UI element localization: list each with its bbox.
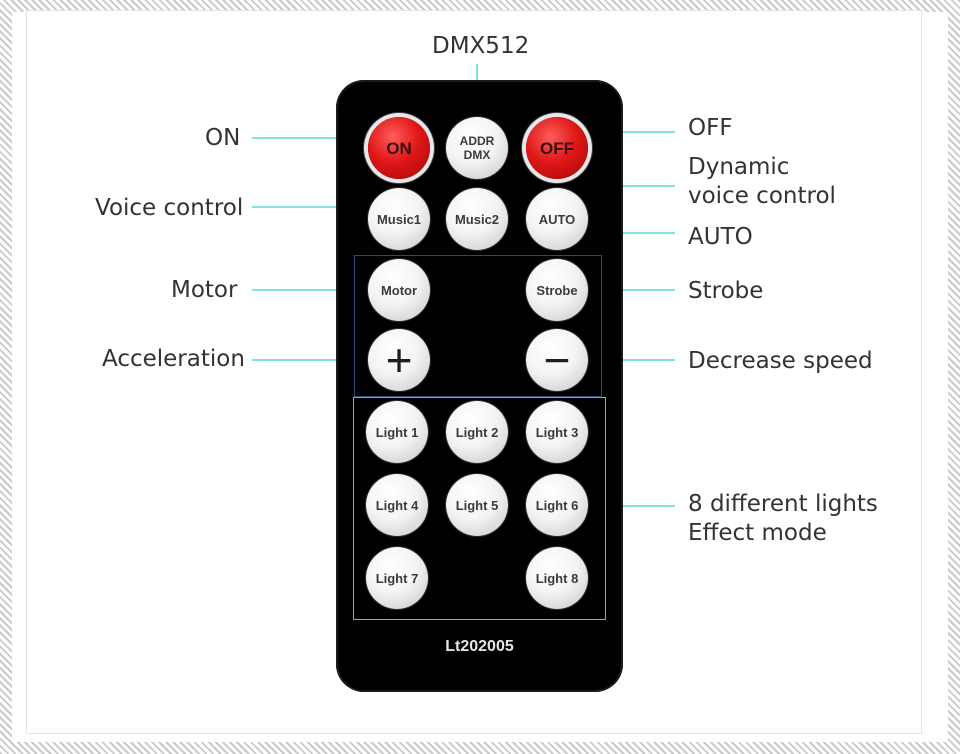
plus-icon: + — [385, 334, 413, 386]
addr-label: ADDR — [459, 134, 495, 148]
strobe-button-label: Strobe — [536, 282, 578, 298]
light-7-label: Light 7 — [375, 570, 419, 586]
callout-dmx512: DMX512 — [432, 33, 530, 59]
motor-speed-group-box — [354, 255, 602, 397]
on-button[interactable]: ON — [368, 117, 430, 179]
light-3-label: Light 3 — [535, 424, 579, 440]
music2-button-label: Music2 — [454, 211, 500, 227]
addr-dmx-button-label: ADDR DMX — [460, 134, 495, 162]
off-button-label: OFF — [540, 138, 574, 158]
motor-button[interactable]: Motor — [368, 259, 430, 321]
dmx-label: DMX — [463, 148, 491, 162]
callout-off: OFF — [688, 115, 733, 141]
callout-acceleration: Acceleration — [102, 346, 245, 372]
light-4-label: Light 4 — [375, 497, 419, 513]
on-button-label: ON — [386, 138, 412, 158]
callout-strobe: Strobe — [688, 278, 764, 304]
light-1-label: Light 1 — [375, 424, 419, 440]
light-8-button[interactable]: Light 8 — [526, 547, 588, 609]
light-2-label: Light 2 — [455, 424, 499, 440]
light-modes-group-box — [353, 397, 606, 620]
auto-button-label: AUTO — [538, 211, 576, 227]
light-6-label: Light 6 — [535, 497, 579, 513]
light-2-button[interactable]: Light 2 — [446, 401, 508, 463]
callout-decrease-speed: Decrease speed — [688, 348, 873, 374]
light-1-button[interactable]: Light 1 — [366, 401, 428, 463]
speed-down-button[interactable]: − — [526, 329, 588, 391]
auto-button[interactable]: AUTO — [526, 188, 588, 250]
callout-motor: Motor — [171, 277, 238, 303]
callout-voice-control: Voice control — [95, 195, 244, 221]
light-6-button[interactable]: Light 6 — [526, 474, 588, 536]
callout-auto: AUTO — [688, 224, 753, 250]
callout-dynamic-line2: voice control — [688, 183, 836, 209]
light-3-button[interactable]: Light 3 — [526, 401, 588, 463]
music1-button[interactable]: Music1 — [368, 188, 430, 250]
minus-icon: − — [543, 334, 571, 386]
addr-dmx-button[interactable]: ADDR DMX — [446, 117, 508, 179]
off-button[interactable]: OFF — [526, 117, 588, 179]
model-number: Lt202005 — [445, 638, 514, 655]
music1-button-label: Music1 — [376, 211, 422, 227]
music2-button[interactable]: Music2 — [446, 188, 508, 250]
speed-up-button[interactable]: + — [368, 329, 430, 391]
light-7-button[interactable]: Light 7 — [366, 547, 428, 609]
light-8-label: Light 8 — [535, 570, 579, 586]
callout-lights-line2: Effect mode — [688, 520, 827, 546]
light-5-label: Light 5 — [455, 497, 499, 513]
callout-on: ON — [205, 125, 241, 151]
callout-dynamic-line1: Dynamic — [688, 154, 790, 180]
light-4-button[interactable]: Light 4 — [366, 474, 428, 536]
strobe-button[interactable]: Strobe — [526, 259, 588, 321]
light-5-button[interactable]: Light 5 — [446, 474, 508, 536]
callout-lights-line1: 8 different lights — [688, 491, 878, 517]
motor-button-label: Motor — [380, 282, 418, 298]
